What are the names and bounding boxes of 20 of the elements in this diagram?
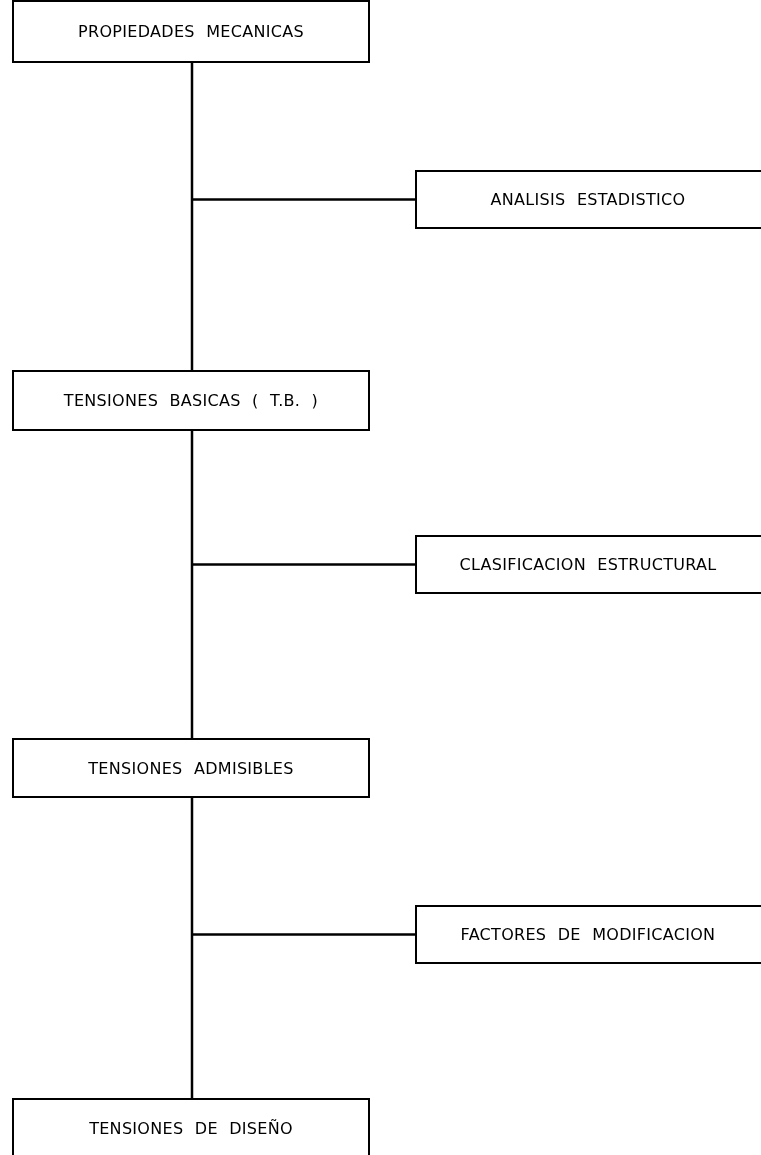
process-box: [12, 370, 370, 431]
box-label: TENSIONES BASICAS ( T.B. ): [63, 391, 319, 410]
box-label: TENSIONES DE DISEÑO: [89, 1118, 293, 1138]
process-box: [12, 738, 370, 798]
box-label: PROPIEDADES MECANICAS: [78, 22, 304, 41]
connector-line: [190, 798, 194, 1098]
box-label: TENSIONES ADMISIBLES: [88, 758, 294, 778]
connector-line: [192, 563, 415, 566]
connector-line: [192, 933, 415, 936]
connector-line: [190, 431, 194, 738]
connector-line: [192, 198, 415, 201]
connector-line: [190, 63, 194, 370]
box-label: CLASIFICACION ESTRUCTURAL: [459, 555, 717, 574]
process-box: [415, 170, 761, 229]
process-box: [415, 905, 761, 964]
box-label: ANALISIS ESTADISTICO: [490, 190, 686, 209]
process-box: [12, 0, 370, 63]
process-box: [12, 1098, 370, 1155]
process-box: [415, 535, 761, 594]
box-label: FACTORES DE MODIFICACION: [460, 925, 716, 944]
